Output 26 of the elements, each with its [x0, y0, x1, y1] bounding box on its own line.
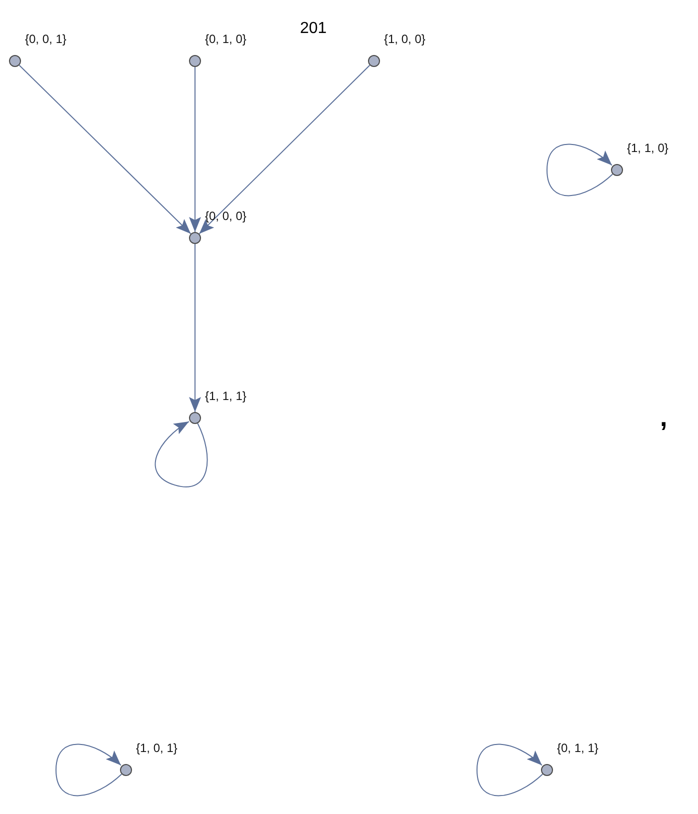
vertex-label: {0, 1, 0}	[205, 32, 246, 46]
vertex-circle	[9, 55, 21, 67]
vertex-label: {1, 1, 0}	[627, 141, 668, 155]
vertex-label: {0, 1, 1}	[557, 741, 598, 755]
vertex-circle	[541, 764, 553, 776]
vertex-circle	[189, 412, 201, 424]
vertex-circle	[611, 164, 623, 176]
vertex-circle	[189, 232, 201, 244]
arrow	[189, 244, 201, 412]
self-loop-arrow	[546, 144, 614, 196]
diagram-title: 201	[300, 20, 327, 38]
arrow	[18, 64, 192, 234]
self-loop-arrow	[476, 744, 544, 796]
arrow	[198, 64, 370, 234]
self-loop-arrow	[154, 421, 208, 488]
vertex-circle	[120, 764, 132, 776]
vertex-label: {1, 0, 1}	[136, 741, 178, 755]
vertex-label: {1, 0, 0}	[384, 32, 426, 46]
vertex-label: {1, 1, 1}	[205, 389, 246, 403]
self-loop-arrow	[56, 744, 122, 796]
vertex-circle	[189, 55, 201, 67]
vertex-label: {0, 0, 0}	[205, 209, 246, 223]
vertex-circle	[368, 55, 380, 67]
vertex-label: {0, 0, 1}	[25, 32, 66, 46]
arrow	[189, 66, 201, 232]
separator-comma: ,	[660, 402, 668, 433]
